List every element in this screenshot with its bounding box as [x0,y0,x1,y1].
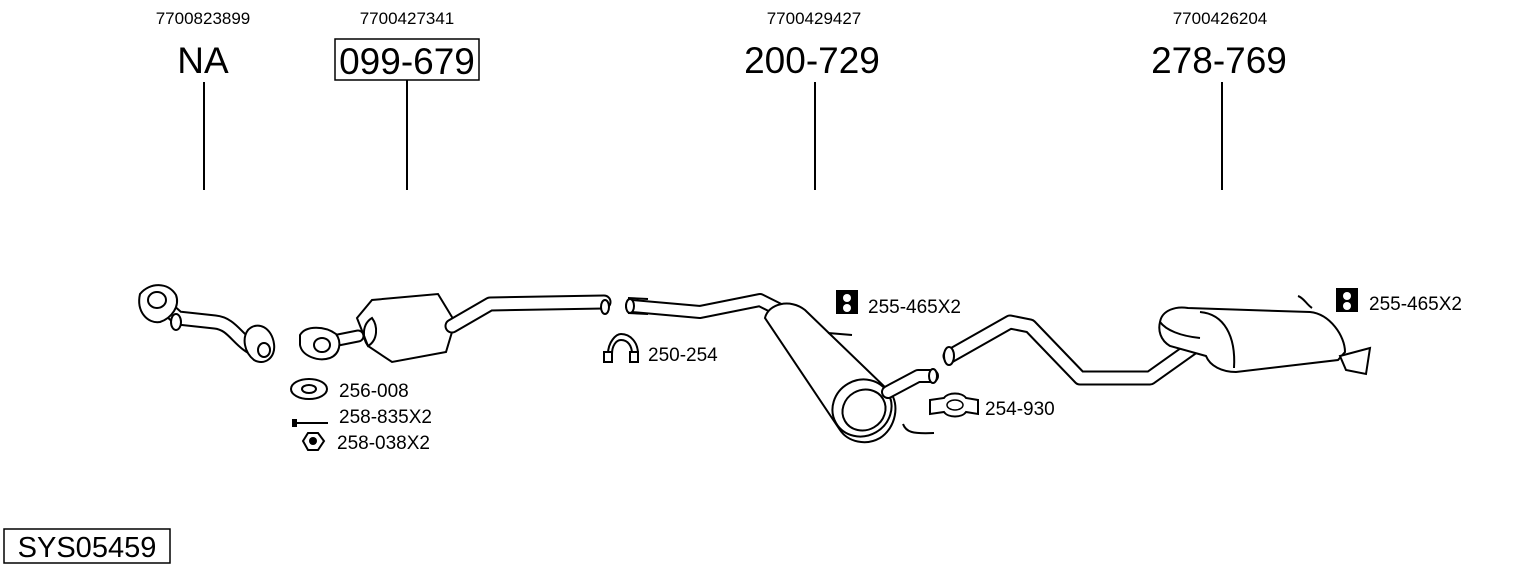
hardware-label-rubber-hanger: 255-465X2 [1369,294,1462,315]
part-number: 200-729 [744,40,880,81]
system-id: SYS05459 [3,528,171,564]
nut-icon [301,432,326,451]
hardware-label-band-clamp: 254-930 [985,399,1055,420]
column-rear-silencer: 7700426204 278-769 [1151,9,1287,190]
hardware-label-bolt: 258-835X2 [339,407,432,428]
hardware-label-gasket: 256-008 [339,381,409,402]
rubber-hanger-icon [836,290,858,314]
u-clamp-icon [603,332,640,363]
rubber-hanger-icon [1336,288,1358,312]
hardware-label-u-clamp: 250-254 [648,345,718,366]
centre-silencer-drawing [625,293,939,444]
part-number: NA [177,40,229,81]
catalytic-converter-drawing [299,292,612,364]
bolt-icon [292,419,328,427]
part-number: 278-769 [1151,40,1287,81]
hardware-label-rubber-hanger: 255-465X2 [868,297,961,318]
oem-number: 7700427341 [360,9,455,28]
system-id-box [3,528,171,564]
part-number: 099-679 [339,41,475,82]
hardware-label-nut: 258-038X2 [337,433,430,454]
system-id-label: SYS05459 [18,532,157,564]
column-front-pipe: 7700823899 NA [156,9,251,190]
column-catalytic-converter: 7700427341 099-679 [334,9,480,190]
oem-number: 7700429427 [767,9,862,28]
rear-silencer-drawing [942,295,1372,386]
band-clamp-icon [929,392,979,418]
gasket-icon [290,378,328,400]
front-pipe-drawing [138,284,276,363]
oem-number: 7700823899 [156,9,251,28]
column-centre-silencer: 7700429427 200-729 [744,9,880,190]
oem-number: 7700426204 [1173,9,1268,28]
